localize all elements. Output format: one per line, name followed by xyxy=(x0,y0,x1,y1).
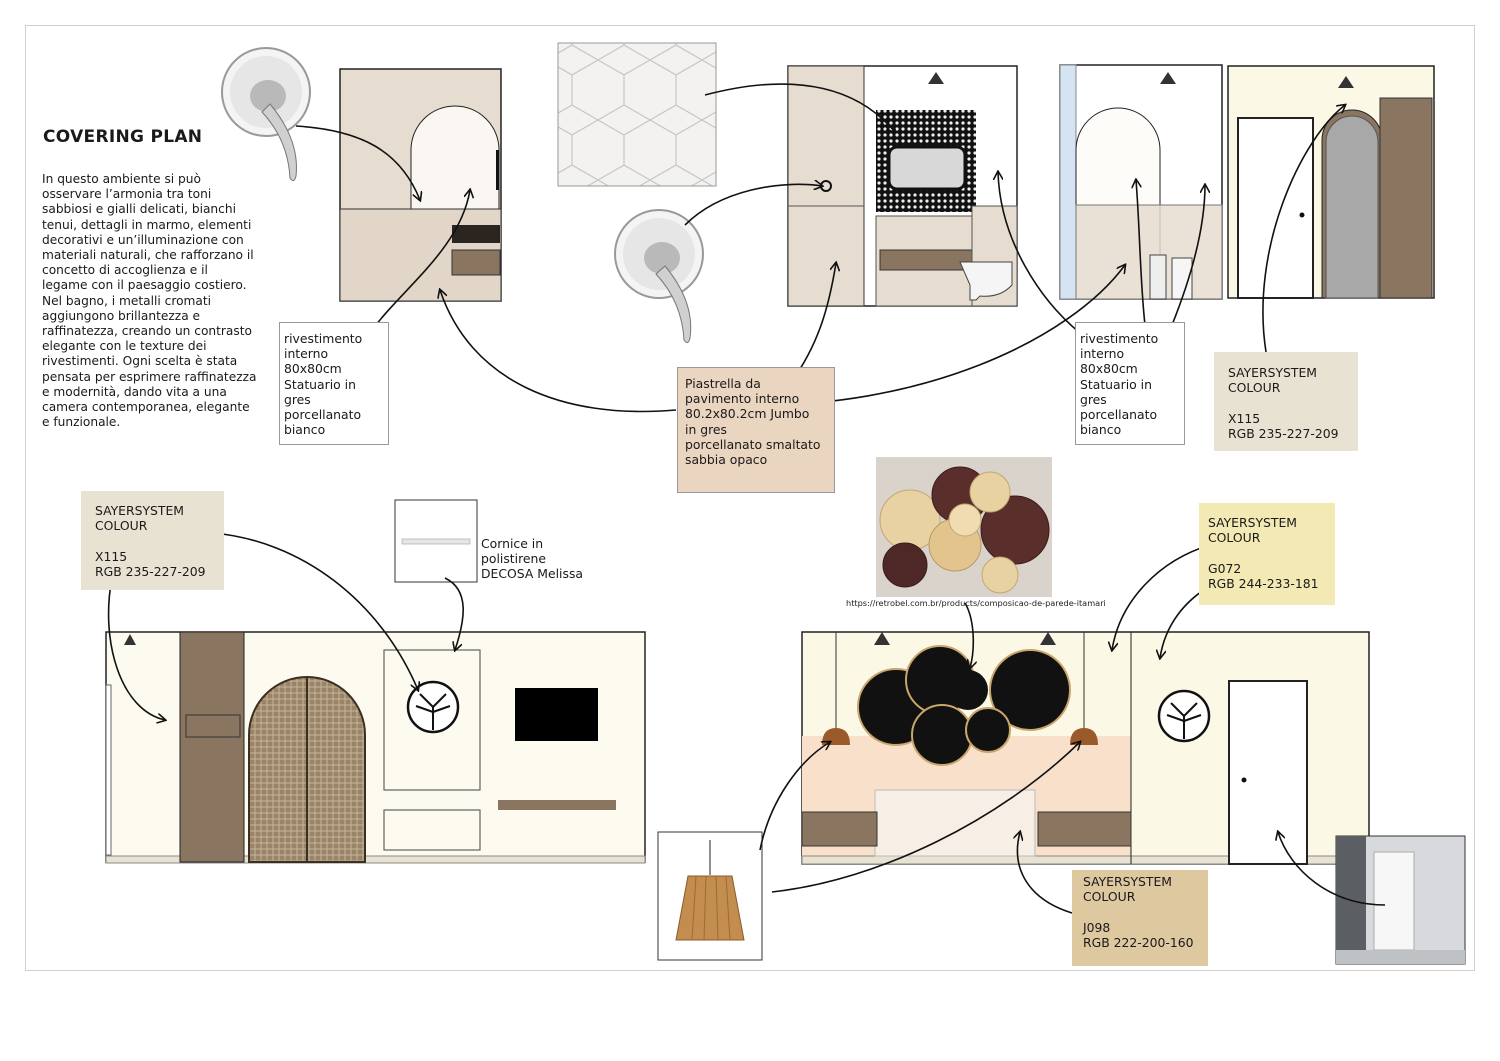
swatch-x115-top: SAYERSYSTEM COLOUR X115 RGB 235-227-209 xyxy=(1214,352,1358,451)
arrow-swatch-x115-left xyxy=(107,577,165,720)
note-cornice: Cornice in polistirene DECOSA Melissa xyxy=(481,536,583,582)
swatch-j098: SAYERSYSTEM COLOUR J098 RGB 222-200-160 xyxy=(1072,870,1208,966)
arrow-pendant-a xyxy=(759,742,830,851)
swatch-code: X115 xyxy=(95,548,128,564)
swatch-x115-left: SAYERSYSTEM COLOUR X115 RGB 235-227-209 xyxy=(81,491,224,590)
swatch-code: G072 xyxy=(1208,560,1242,576)
intro-paragraph: In questo ambiente si può osservare l’ar… xyxy=(42,172,257,430)
bathroom-elevation-3 xyxy=(1059,64,1223,300)
note-wall-cladding-right: rivestimento interno 80x80cm Statuario i… xyxy=(1075,322,1185,445)
arrow-cladding-right-b xyxy=(1136,180,1146,326)
arrow-swatch-j098 xyxy=(1017,832,1073,914)
arrow-floor-tile-left xyxy=(440,290,677,413)
arrow-faucet1 xyxy=(295,125,420,200)
swatch-brand: SAYERSYSTEM xyxy=(95,503,185,518)
swatch-code: J098 xyxy=(1083,919,1111,935)
note-line: Statuario in xyxy=(284,376,356,392)
connector-arrows xyxy=(107,83,1386,914)
bedroom-elevation-left xyxy=(105,631,646,864)
arrow-swatch-x115-circle xyxy=(211,532,418,690)
arrow-pendant-b xyxy=(771,742,1080,893)
swatch-brand: COLOUR xyxy=(95,518,148,534)
swatch-rgb: RGB 222-200-160 xyxy=(1083,935,1194,951)
arrow-wall-art xyxy=(964,602,973,668)
arrow-swatch-x115-top xyxy=(1262,105,1345,353)
note-line: bianco xyxy=(1080,422,1122,438)
note-line: 80.2x80.2cm Jumbo xyxy=(685,406,810,422)
note-line: Cornice in xyxy=(481,536,544,551)
note-line: rivestimento xyxy=(284,331,363,346)
sheet-border xyxy=(25,25,1475,971)
note-line: porcellanato xyxy=(284,407,362,423)
swatch-brand: COLOUR xyxy=(1083,889,1136,905)
bathroom-elevation-2 xyxy=(787,65,1018,307)
swatch-rgb: RGB 244-233-181 xyxy=(1208,576,1319,592)
swatch-code: X115 xyxy=(1228,410,1261,426)
arrow-door-photo xyxy=(1278,832,1386,906)
note-line: polistirene xyxy=(481,551,547,567)
arrow-cornice xyxy=(444,577,464,650)
pendant-lamp-image xyxy=(657,831,763,961)
note-line: in gres xyxy=(685,421,727,437)
note-line: bianco xyxy=(284,422,326,438)
swatch-brand: COLOUR xyxy=(1208,530,1261,546)
swatch-brand: SAYERSYSTEM xyxy=(1208,515,1298,530)
note-line: 80x80cm xyxy=(284,361,342,377)
note-line: rivestimento xyxy=(1080,331,1159,346)
chrome-faucet-image-2 xyxy=(614,209,704,344)
bathroom-elevation-1 xyxy=(339,68,502,302)
cornice-image xyxy=(394,499,478,583)
swatch-g072: SAYERSYSTEM COLOUR G072 RGB 244-233-181 xyxy=(1199,503,1335,605)
arrow-faucet2 xyxy=(684,184,822,226)
source-url[interactable]: https://retrobel.com.br/products/composi… xyxy=(846,598,1106,608)
swatch-rgb: RGB 235-227-209 xyxy=(1228,426,1339,442)
note-line: interno xyxy=(284,346,329,362)
note-line: DECOSA Melissa xyxy=(481,566,583,582)
note-line: porcellanato smaltato xyxy=(685,436,821,452)
note-line: Statuario in xyxy=(1080,376,1152,392)
swatch-brand: SAYERSYSTEM xyxy=(1083,874,1173,889)
arrow-cladding-left xyxy=(369,190,470,334)
note-line: pavimento interno xyxy=(685,391,800,407)
page-title: COVERING PLAN xyxy=(43,127,203,147)
note-floor-tile: Piastrella da pavimento interno 80.2x80.… xyxy=(677,367,835,493)
chrome-faucet-image-1 xyxy=(221,47,311,182)
note-line: Piastrella da xyxy=(685,376,761,391)
swatch-rgb: RGB 235-227-209 xyxy=(95,564,206,580)
bedroom-elevation-door xyxy=(1227,65,1435,299)
door-photo-image xyxy=(1335,835,1466,965)
arrow-hex-tile xyxy=(704,83,895,132)
arrow-swatch-g072-a xyxy=(1112,544,1211,650)
bedroom-elevation-right xyxy=(801,631,1370,865)
arrow-cladding-right-a xyxy=(998,172,1081,334)
note-line: porcellanato xyxy=(1080,407,1158,423)
swatch-brand: COLOUR xyxy=(1228,380,1281,396)
arrow-cladding-right-c xyxy=(1171,185,1205,326)
note-line: sabbia opaco xyxy=(685,452,768,468)
note-line: gres xyxy=(1080,391,1107,407)
note-line: interno xyxy=(1080,346,1125,362)
woven-wall-art-image xyxy=(876,457,1052,597)
hexagon-marble-tile-image xyxy=(557,42,717,187)
note-wall-cladding-left: rivestimento interno 80x80cm Statuario i… xyxy=(279,322,389,445)
note-line: 80x80cm xyxy=(1080,361,1138,377)
swatch-brand: SAYERSYSTEM xyxy=(1228,365,1318,380)
note-line: gres xyxy=(284,391,311,407)
